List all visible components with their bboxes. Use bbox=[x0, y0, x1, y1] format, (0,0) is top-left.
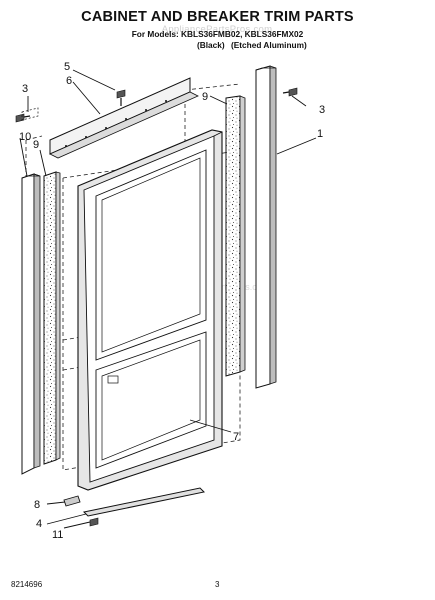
leader-lines bbox=[19, 69, 317, 529]
bracket bbox=[63, 495, 81, 507]
callout-6: 6 bbox=[66, 75, 72, 87]
callout-7: 7 bbox=[233, 431, 239, 443]
screw-icon bbox=[89, 517, 99, 527]
callout-1: 1 bbox=[317, 128, 323, 140]
screw-icon bbox=[116, 89, 126, 106]
model-list: For Models: KBLS36FMB02, KBLS36FMX02 bbox=[131, 29, 304, 39]
right-side-trim bbox=[255, 65, 277, 389]
callout-3-left: 3 bbox=[22, 83, 28, 95]
screw-icon bbox=[15, 113, 31, 123]
screw-icon bbox=[282, 87, 298, 97]
clip bbox=[21, 107, 39, 121]
document-number: 8214696 bbox=[11, 580, 43, 589]
callout-10: 10 bbox=[19, 131, 31, 143]
left-filler-strip bbox=[43, 171, 61, 465]
callout-9-right: 9 bbox=[202, 91, 208, 103]
bottom-trim-strip bbox=[82, 487, 206, 517]
callout-4: 4 bbox=[36, 518, 42, 530]
callout-3-right: 3 bbox=[319, 104, 325, 116]
finish-black-label: (Black) bbox=[197, 40, 225, 50]
finish-aluminum-label: (Etched Aluminum) bbox=[231, 40, 307, 50]
callout-9-left: 9 bbox=[33, 139, 39, 151]
page-number: 3 bbox=[215, 580, 220, 589]
callout-11: 11 bbox=[52, 529, 63, 541]
right-filler-strip bbox=[225, 95, 246, 377]
watermark-text: AppliancePartsPros.com bbox=[161, 24, 273, 35]
left-side-trim bbox=[21, 173, 41, 475]
door-frame bbox=[77, 129, 223, 491]
callout-5: 5 bbox=[64, 61, 70, 73]
page-title: CABINET AND BREAKER TRIM PARTS bbox=[81, 9, 354, 25]
top-trim-panel bbox=[49, 77, 199, 159]
callout-8: 8 bbox=[34, 499, 40, 511]
